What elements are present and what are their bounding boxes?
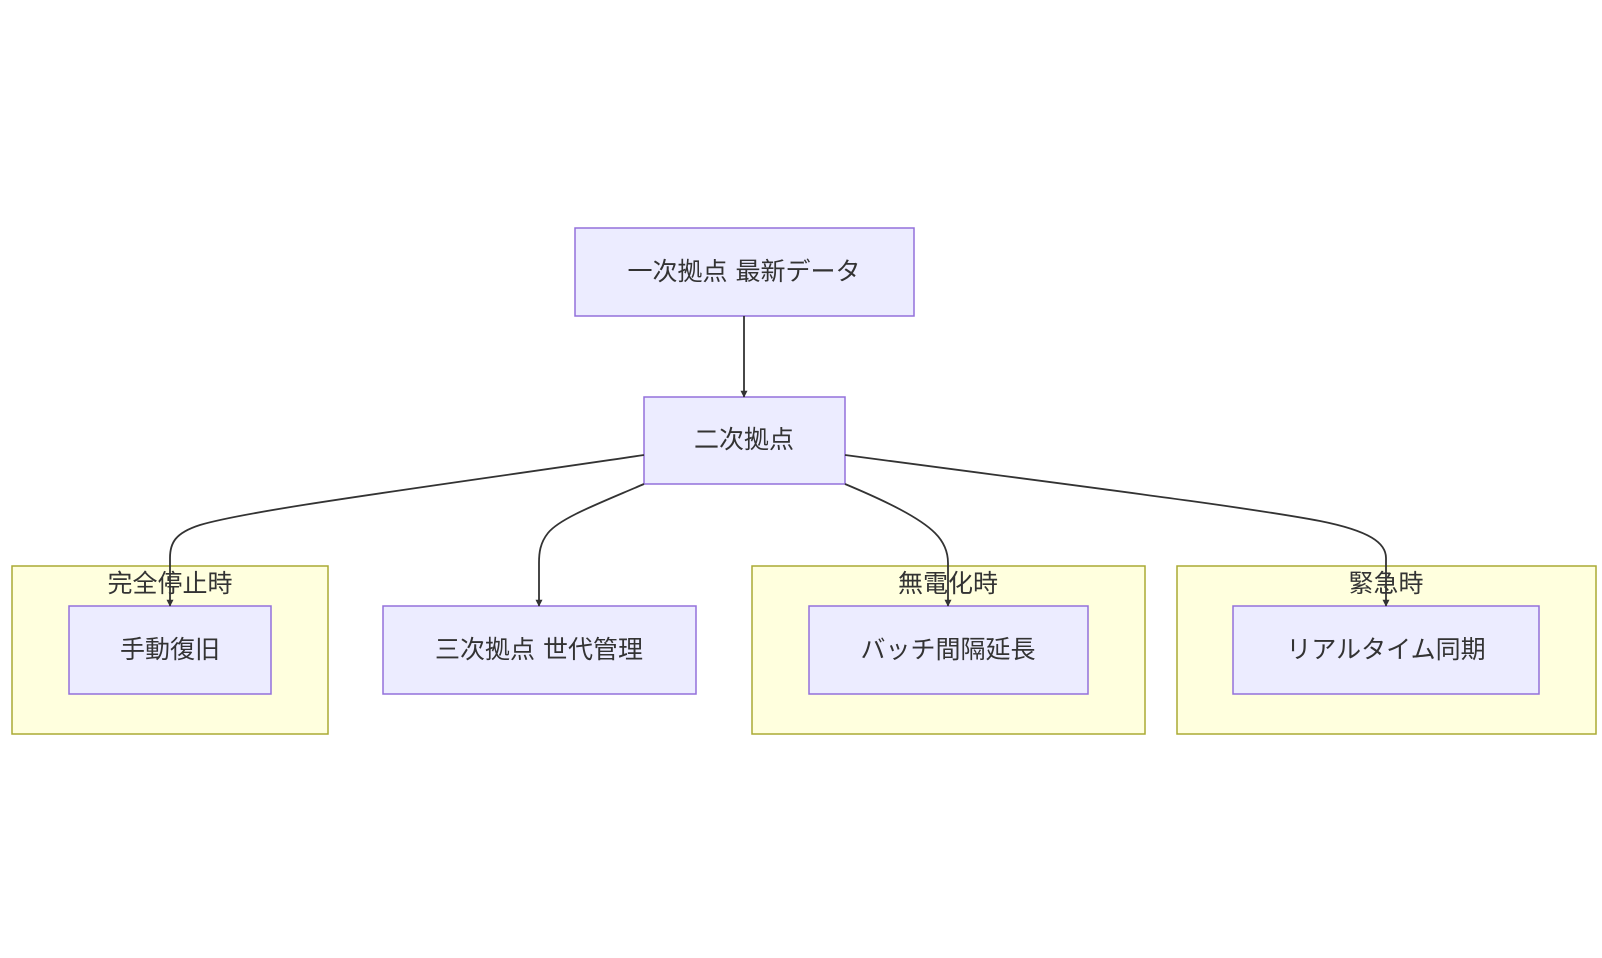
edge-secondary-to-tertiary — [535, 483, 645, 607]
node-manual-recovery[interactable]: 手動復旧 — [68, 605, 272, 695]
edge-secondary-to-realtime — [844, 454, 1390, 607]
node-tertiary-site-label: 三次拠点 世代管理 — [435, 635, 643, 664]
node-realtime-sync[interactable]: リアルタイム同期 — [1232, 605, 1540, 695]
node-secondary-site-label: 二次拠点 — [694, 425, 794, 454]
node-primary-site-label: 一次拠点 最新データ — [628, 257, 861, 286]
edge-secondary-to-manual — [166, 454, 645, 607]
node-secondary-site[interactable]: 二次拠点 — [643, 396, 846, 485]
edge-secondary-to-batch — [844, 483, 952, 607]
node-batch-interval-label: バッチ間隔延長 — [860, 635, 1035, 664]
node-manual-recovery-label: 手動復旧 — [120, 635, 220, 664]
node-tertiary-site[interactable]: 三次拠点 世代管理 — [382, 605, 697, 695]
node-primary-site[interactable]: 一次拠点 最新データ — [574, 227, 915, 317]
node-batch-interval[interactable]: バッチ間隔延長 — [808, 605, 1089, 695]
node-realtime-sync-label: リアルタイム同期 — [1286, 635, 1485, 664]
